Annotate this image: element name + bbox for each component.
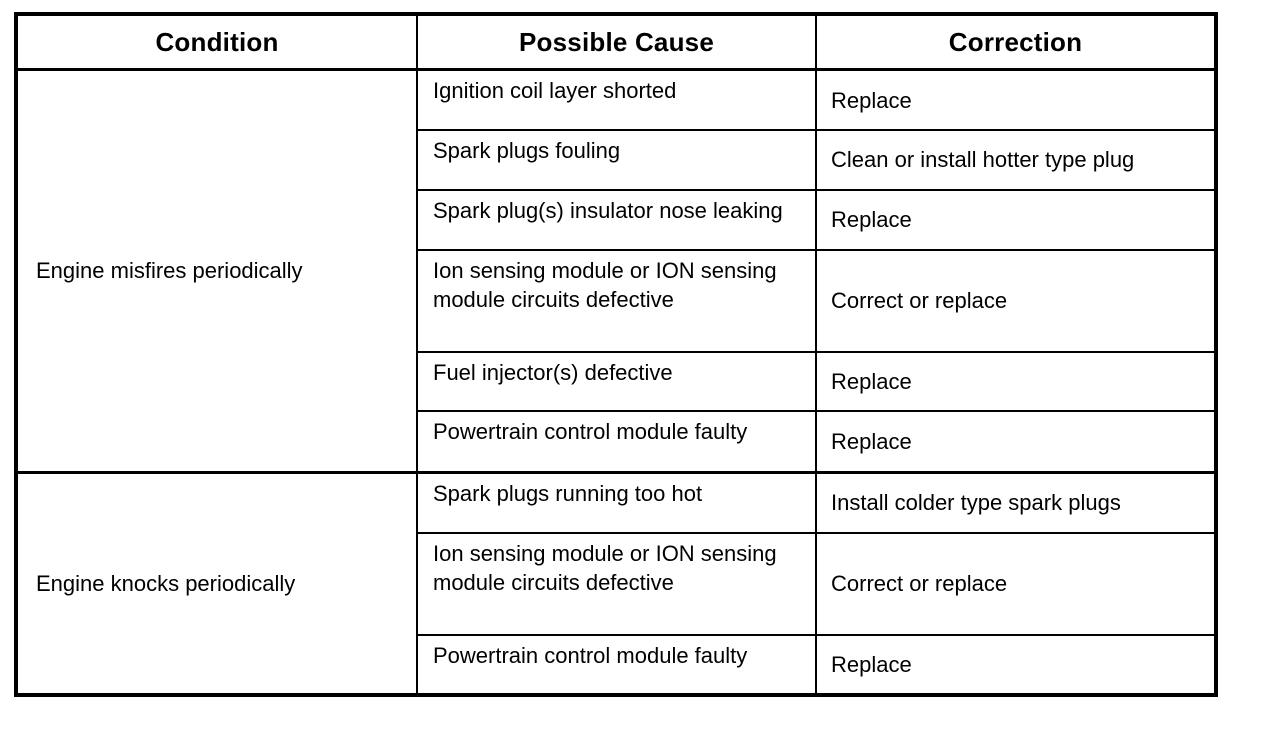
correction-text: Correct or replace: [831, 288, 1008, 314]
column-header-correction: Correction: [816, 16, 1214, 71]
correction-cell: Correct or replace: [816, 249, 1214, 353]
possible-cause-cell: Ion sensing module or ION sensing module…: [417, 532, 817, 636]
possible-cause-cell: Spark plugs fouling: [417, 130, 817, 191]
correction-text: Replace: [831, 87, 912, 113]
correction-text: Clean or install hotter type plug: [831, 147, 1135, 173]
table-row: Fuel injector(s) defective Replace: [18, 351, 1214, 413]
correction-cell: Clean or install hotter type plug: [816, 130, 1214, 191]
table-body: Engine misfires periodically Ignition co…: [18, 69, 1214, 693]
correction-cell: Replace: [816, 411, 1214, 473]
correction-cell: Install colder type spark plugs: [816, 470, 1214, 534]
correction-text: Replace: [831, 428, 912, 454]
correction-cell: Correct or replace: [816, 532, 1214, 636]
possible-cause-text: Ion sensing module or ION sensing module…: [433, 540, 777, 595]
table-row: Ion sensing module or ION sensing module…: [18, 249, 1214, 353]
possible-cause-text: Ion sensing module or ION sensing module…: [433, 257, 777, 312]
possible-cause-text: Spark plug(s) insulator nose leaking: [433, 197, 783, 223]
table-row: Engine misfires periodically Ignition co…: [18, 69, 1214, 472]
possible-cause-text: Spark plugs running too hot: [433, 480, 703, 506]
possible-cause-text: Powertrain control module faulty: [433, 642, 748, 668]
table-row: Spark plugs fouling Clean or install hot…: [18, 130, 1214, 191]
table-row: Engine knocks periodically Spark plugs r…: [18, 470, 1214, 693]
possible-cause-text: Powertrain control module faulty: [433, 419, 748, 445]
table-row: Powertrain control module faulty Replace: [18, 634, 1214, 693]
possible-cause-cell: Powertrain control module faulty: [417, 634, 817, 693]
correction-text: Replace: [831, 207, 912, 233]
correction-cell: Replace: [816, 634, 1214, 693]
possible-cause-cell: Powertrain control module faulty: [417, 411, 817, 473]
correction-text: Correct or replace: [831, 571, 1008, 597]
condition-label: Engine knocks periodically: [36, 570, 296, 596]
troubleshooting-table: Condition Possible Cause Correction Engi…: [18, 16, 1214, 693]
correction-text: Install colder type spark plugs: [831, 490, 1121, 515]
table-row: Powertrain control module faulty Replace: [18, 411, 1214, 473]
possible-cause-cell: Ion sensing module or ION sensing module…: [417, 249, 817, 353]
possible-cause-text: Ignition coil layer shorted: [433, 78, 677, 103]
possible-cause-cell: Ignition coil layer shorted: [417, 69, 817, 132]
possible-cause-cell: Spark plugs running too hot: [417, 470, 817, 534]
table-row: Spark plug(s) insulator nose leaking Rep…: [18, 189, 1214, 251]
correction-cell: Replace: [816, 69, 1214, 132]
condition-cell-knocks: Engine knocks periodically: [18, 470, 418, 693]
table-row: Ion sensing module or ION sensing module…: [18, 532, 1214, 636]
column-header-condition: Condition: [18, 16, 418, 71]
condition-label: Engine misfires periodically: [36, 258, 303, 284]
correction-cell: Replace: [816, 189, 1214, 251]
troubleshooting-table-container: Condition Possible Cause Correction Engi…: [14, 12, 1218, 697]
column-header-possible-cause: Possible Cause: [417, 16, 817, 71]
possible-cause-text: Fuel injector(s) defective: [433, 359, 673, 385]
possible-cause-text: Spark plugs fouling: [433, 138, 621, 164]
possible-cause-cell: Spark plug(s) insulator nose leaking: [417, 189, 817, 251]
correction-text: Replace: [831, 369, 912, 395]
table-header: Condition Possible Cause Correction: [18, 16, 1214, 71]
condition-cell-misfires: Engine misfires periodically: [18, 69, 418, 472]
correction-cell: Replace: [816, 351, 1214, 413]
header-row: Condition Possible Cause Correction: [18, 16, 1214, 71]
correction-text: Replace: [831, 651, 912, 677]
possible-cause-cell: Fuel injector(s) defective: [417, 351, 817, 413]
